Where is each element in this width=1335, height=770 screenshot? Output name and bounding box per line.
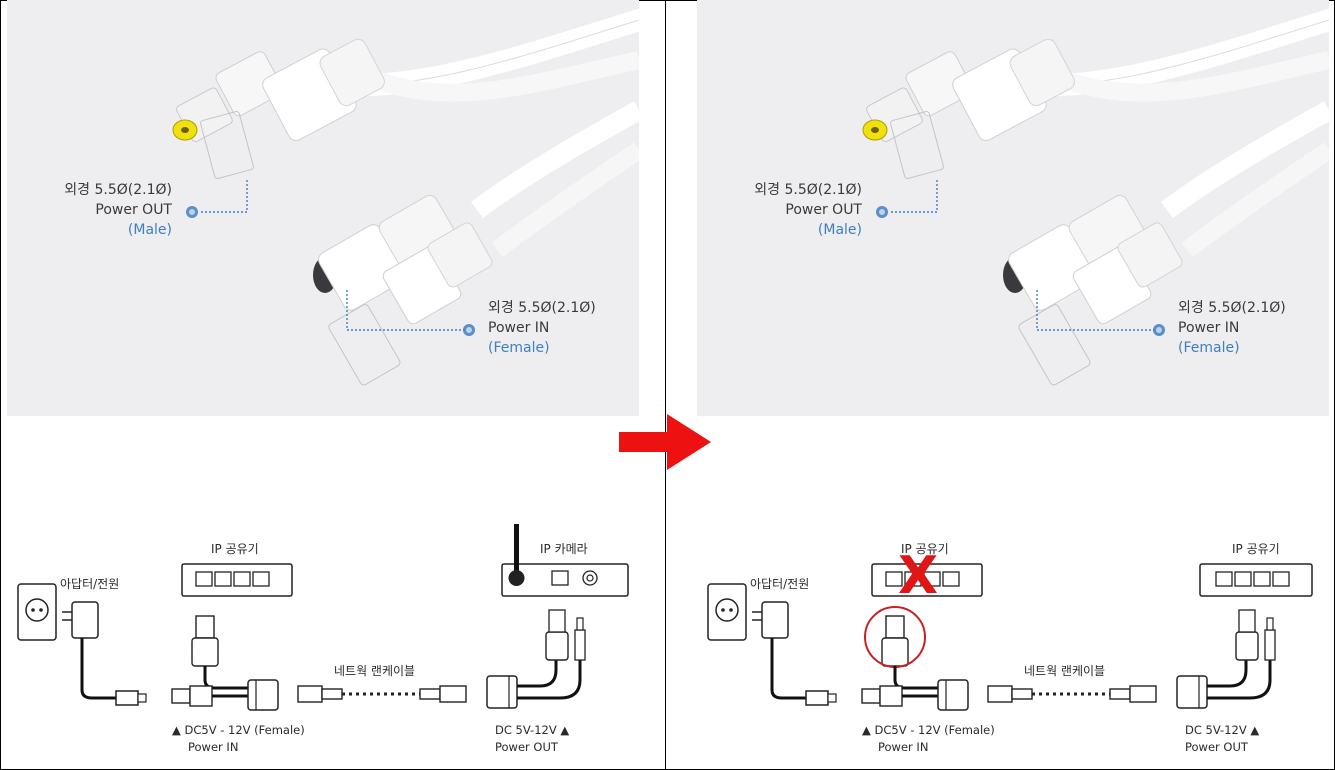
cable-illustration-right [862, 9, 1329, 386]
camera-label: IP 카메라 [540, 542, 588, 556]
cable-label: 네트웍 랜케이블 [334, 664, 416, 678]
female-callout: 외경 5.5Ø(2.1Ø) Power IN (Female) [488, 298, 628, 358]
cross-mark-icon: X [898, 546, 939, 606]
power-in-label-2: Power IN [188, 740, 239, 754]
female-plug-right [1003, 194, 1183, 386]
cable-label-right: 네트웍 랜케이블 [1024, 664, 1106, 678]
male-plug-right [862, 38, 1075, 179]
female-plug [313, 194, 493, 386]
red-right-arrow-icon [619, 414, 711, 470]
female-callout-right: 외경 5.5Ø(2.1Ø) Power IN (Female) [1178, 298, 1318, 358]
diagram-drawing-right [707, 563, 1313, 711]
cable-illustration [172, 9, 639, 386]
router-icon [181, 563, 293, 597]
cable-photo-right: 외경 5.5Ø(2.1Ø) Power OUT (Male) 외경 5.5Ø(2… [697, 0, 1329, 416]
router-label-right: IP 공유기 [901, 542, 949, 556]
adapter-label: 아답터/전원 [60, 577, 120, 591]
female-callout-type: (Female) [488, 340, 550, 356]
router-label: IP 공유기 [211, 542, 259, 556]
female-callout-power: Power IN [488, 320, 550, 336]
right-panel: 외경 5.5Ø(2.1Ø) Power OUT (Male) 외경 5.5Ø(2… [690, 0, 1335, 770]
power-in-label-2-right: Power IN [878, 740, 929, 754]
male-callout-size: 외경 5.5Ø(2.1Ø) [64, 182, 172, 198]
left-panel: 외경 5.5Ø(2.1Ø) Power OUT (Male) 외경 5.5Ø(2… [0, 0, 665, 770]
power-out-label-1: DC 5V-12V ▲ [495, 723, 570, 737]
male-callout-type-right: (Male) [817, 222, 862, 238]
router2-label: IP 공유기 [1232, 542, 1280, 556]
panel-divider [665, 0, 666, 770]
adapter-icon [71, 601, 99, 639]
power-in-label-1: ▲ DC5V - 12V (Female) [172, 723, 305, 737]
male-callout-type: (Male) [127, 222, 172, 238]
diagram-drawing [17, 524, 629, 711]
wall-outlet-icon [17, 583, 57, 641]
cable-photo: 외경 5.5Ø(2.1Ø) Power OUT (Male) 외경 5.5Ø(2… [7, 0, 639, 416]
female-callout-size: 외경 5.5Ø(2.1Ø) [488, 300, 596, 316]
connection-diagram: 아답터/전원 IP 공유기 IP 카메라 네트웍 랜케이블 ▲ DC5V - 1… [0, 500, 665, 770]
router2-icon [1199, 563, 1313, 597]
female-callout-type-right: (Female) [1178, 340, 1240, 356]
female-callout-power-right: Power IN [1178, 320, 1240, 336]
camera-icon [501, 563, 629, 597]
male-callout: 외경 5.5Ø(2.1Ø) Power OUT (Male) [57, 180, 172, 240]
power-out-label-2-right: Power OUT [1185, 740, 1248, 754]
male-plug [172, 38, 385, 179]
male-callout-right: 외경 5.5Ø(2.1Ø) Power OUT (Male) [747, 180, 862, 240]
power-out-label-2: Power OUT [495, 740, 558, 754]
power-out-label-1-right: DC 5V-12V ▲ [1185, 723, 1260, 737]
adapter-label-right: 아답터/전원 [750, 577, 810, 591]
wall-outlet-icon-right [707, 583, 747, 641]
male-callout-size-right: 외경 5.5Ø(2.1Ø) [754, 182, 862, 198]
female-callout-size-right: 외경 5.5Ø(2.1Ø) [1178, 300, 1286, 316]
male-callout-power: Power OUT [95, 202, 172, 218]
adapter-icon-right [761, 601, 789, 639]
male-callout-power-right: Power OUT [785, 202, 862, 218]
power-in-label-1-right: ▲ DC5V - 12V (Female) [862, 723, 995, 737]
connection-diagram-right: 아답터/전원 IP 공유기 IP 공유기 네트웍 랜케이블 ▲ DC5V - 1… [690, 500, 1335, 770]
